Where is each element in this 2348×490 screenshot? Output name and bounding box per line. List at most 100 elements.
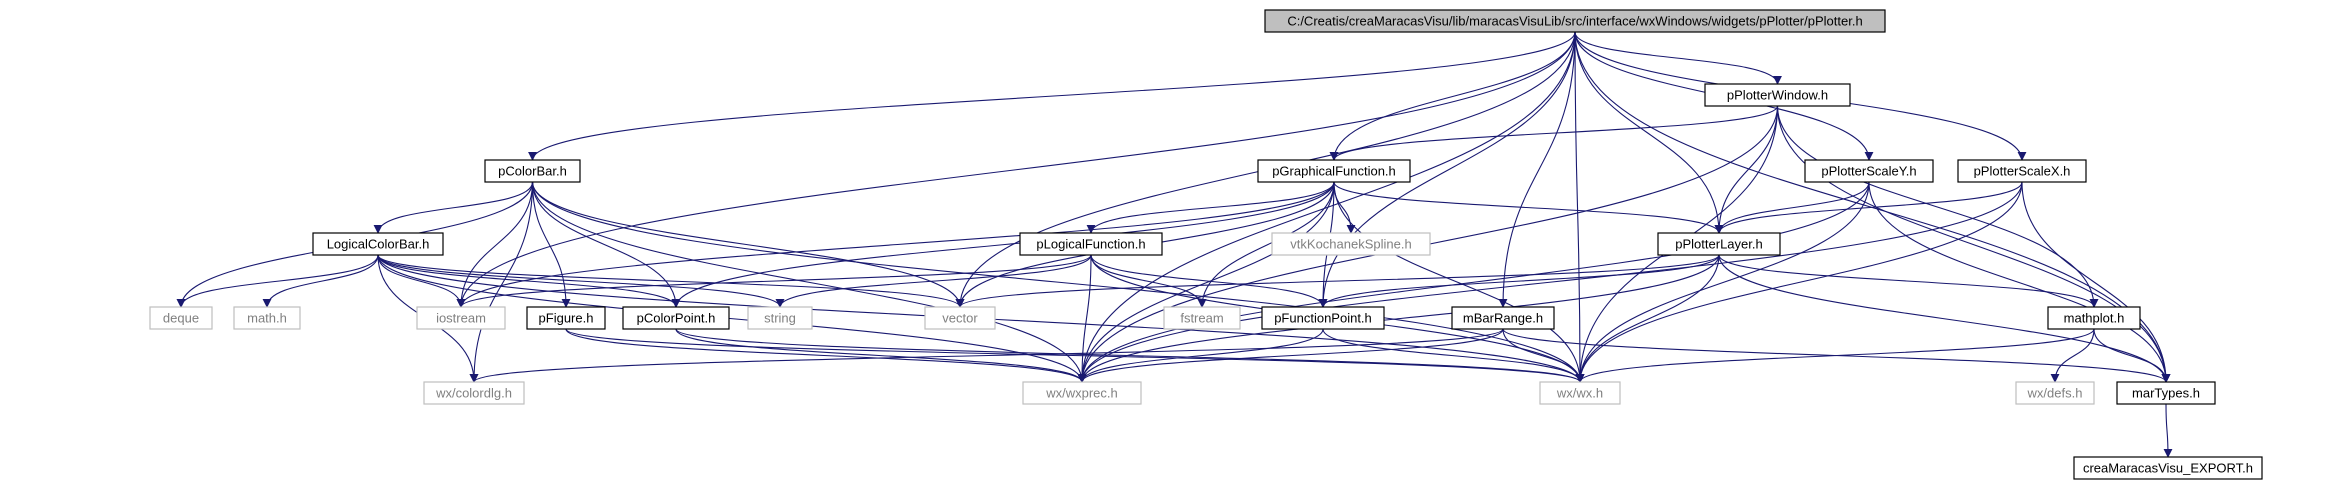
node-label-pPlotterScaleY: pPlotterScaleY.h (1821, 164, 1916, 179)
node-box-pLogicalFunction (1019, 232, 1163, 256)
node-wxwxprec: wx/wxprec.h (1022, 381, 1142, 405)
node-box-mathplot (2047, 306, 2141, 330)
edge-root-to-iostream (456, 31, 1576, 308)
edge-LogicalColorBar-to-string (377, 254, 785, 308)
node-box-wxwxprec (1022, 381, 1142, 405)
node-box-pFigure (526, 306, 606, 330)
edge-pPlotterScaleX-to-wxwx (1575, 181, 2023, 383)
edge-pFigure-to-wxwx (565, 328, 1585, 383)
node-label-math: math.h (247, 311, 287, 326)
edge-mBarRange-to-wxcolordlg (469, 328, 1504, 383)
edge-LogicalColorBar-to-vector (377, 254, 965, 308)
edge-root-to-wxwx (1574, 31, 1585, 383)
edge-pPlotterWindow-to-pPlotterLayer (1714, 105, 1779, 234)
node-box-mBarRange (1451, 306, 1555, 330)
node-box-pPlotterLayer (1657, 232, 1781, 256)
node-box-vtkKochanekSpline (1271, 232, 1431, 256)
edge-pGraphicalFunction-to-pColorPoint (671, 181, 1335, 308)
node-label-wxwx: wx/wx.h (1556, 386, 1603, 401)
edge-mathplot-to-wxwx (1575, 328, 2095, 383)
node-root[interactable]: C:/Creatis/creaMaracasVisu/lib/maracasVi… (1264, 9, 1886, 33)
node-vector: vector (924, 306, 996, 330)
node-marTypes[interactable]: marTypes.h (2116, 381, 2216, 405)
node-deque: deque (149, 306, 213, 330)
node-label-pPlotterWindow: pPlotterWindow.h (1727, 88, 1828, 103)
edge-pGraphicalFunction-to-wxwxprec (1077, 181, 1335, 383)
edge-pColorPoint-to-wxwxprec (675, 328, 1087, 383)
node-label-LogicalColorBar: LogicalColorBar.h (327, 237, 430, 252)
edge-root-to-pPlotterWindow (1574, 31, 1782, 85)
node-box-pColorPoint (622, 306, 730, 330)
node-pGraphicalFunction[interactable]: pGraphicalFunction.h (1257, 159, 1411, 183)
node-label-vtkKochanekSpline: vtkKochanekSpline.h (1290, 237, 1411, 252)
node-box-pPlotterScaleY (1804, 159, 1934, 183)
node-label-pColorPoint: pColorPoint.h (637, 311, 716, 326)
edge-pLogicalFunction-to-string (775, 254, 1092, 308)
node-pPlotterLayer[interactable]: pPlotterLayer.h (1657, 232, 1781, 256)
node-label-iostream: iostream (436, 311, 486, 326)
node-pColorPoint[interactable]: pColorPoint.h (622, 306, 730, 330)
edge-pLogicalFunction-to-pFunctionPoint (1090, 254, 1328, 308)
node-label-wxwxprec: wx/wxprec.h (1045, 386, 1118, 401)
edge-layer (176, 31, 2173, 458)
edge-pPlotterLayer-to-wxwxprec (1077, 254, 1720, 383)
edge-pGraphicalFunction-to-pPlotterLayer (1333, 181, 1724, 234)
node-iostream: iostream (416, 306, 506, 330)
node-box-pPlotterScaleX (1957, 159, 2087, 183)
node-label-pLogicalFunction: pLogicalFunction.h (1036, 237, 1145, 252)
node-math: math.h (233, 306, 301, 330)
node-pPlotterScaleY[interactable]: pPlotterScaleY.h (1804, 159, 1934, 183)
node-pColorBar[interactable]: pColorBar.h (484, 159, 581, 183)
node-box-deque (149, 306, 213, 330)
edge-mBarRange-to-wxwx (1502, 328, 1585, 383)
edge-marTypes-to-creaMaracasVisu_EXPORT (2163, 403, 2173, 458)
edge-LogicalColorBar-to-iostream (377, 254, 466, 308)
node-mathplot[interactable]: mathplot.h (2047, 306, 2141, 330)
edge-pPlotterLayer-to-vector (955, 254, 1720, 308)
edge-mBarRange-to-wxwxprec (1077, 328, 1504, 383)
edge-pPlotterWindow-to-marTypes (1776, 105, 2171, 383)
node-fstream: fstream (1163, 306, 1241, 330)
node-box-string (747, 306, 813, 330)
edge-pFunctionPoint-to-wxwx (1322, 328, 1585, 383)
node-LogicalColorBar[interactable]: LogicalColorBar.h (312, 232, 444, 256)
edge-LogicalColorBar-to-wxwxprec (377, 254, 1087, 383)
node-label-creaMaracasVisu_EXPORT: creaMaracasVisu_EXPORT.h (2083, 461, 2253, 476)
edge-root-to-mBarRange (1498, 31, 1576, 308)
node-pPlotterWindow[interactable]: pPlotterWindow.h (1704, 83, 1851, 107)
edge-pColorBar-to-wxwxprec (531, 181, 1087, 383)
node-label-pColorBar: pColorBar.h (498, 164, 567, 179)
node-pFunctionPoint[interactable]: pFunctionPoint.h (1261, 306, 1385, 330)
node-box-iostream (416, 306, 506, 330)
edge-pPlotterWindow-to-pGraphicalFunction (1329, 105, 1779, 161)
node-wxwx: wx/wx.h (1539, 381, 1621, 405)
edge-pGraphicalFunction-to-wxwx (1333, 181, 1585, 383)
node-box-fstream (1163, 306, 1241, 330)
node-box-root (1264, 9, 1886, 33)
edge-LogicalColorBar-to-math (262, 254, 379, 308)
node-creaMaracasVisu_EXPORT[interactable]: creaMaracasVisu_EXPORT.h (2073, 456, 2263, 480)
node-box-marTypes (2116, 381, 2216, 405)
node-mBarRange[interactable]: mBarRange.h (1451, 306, 1555, 330)
edge-pPlotterScaleY-to-marTypes (1868, 181, 2171, 383)
edge-root-to-pColorBar (528, 31, 1576, 161)
node-box-pColorBar (484, 159, 581, 183)
edge-pGraphicalFunction-to-iostream (456, 181, 1335, 308)
node-pPlotterScaleX[interactable]: pPlotterScaleX.h (1957, 159, 2087, 183)
edge-pGraphicalFunction-to-vtkKochanekSpline (1333, 181, 1356, 234)
edge-pGraphicalFunction-to-pLogicalFunction (1086, 181, 1335, 234)
node-pFigure[interactable]: pFigure.h (526, 306, 606, 330)
edge-pFigure-to-wxwxprec (565, 328, 1087, 383)
edge-pLogicalFunction-to-iostream (456, 254, 1092, 308)
edge-root-to-pFunctionPoint (1318, 31, 1576, 308)
edge-LogicalColorBar-to-deque (176, 254, 379, 308)
node-box-LogicalColorBar (312, 232, 444, 256)
edge-mathplot-to-wxdefs (2050, 328, 2095, 383)
node-label-wxdefs: wx/defs.h (2027, 386, 2083, 401)
node-label-deque: deque (163, 311, 199, 326)
edge-pPlotterScaleX-to-marTypes (2021, 181, 2171, 383)
node-box-math (233, 306, 301, 330)
edge-root-to-pGraphicalFunction (1329, 31, 1576, 161)
node-pLogicalFunction[interactable]: pLogicalFunction.h (1019, 232, 1163, 256)
